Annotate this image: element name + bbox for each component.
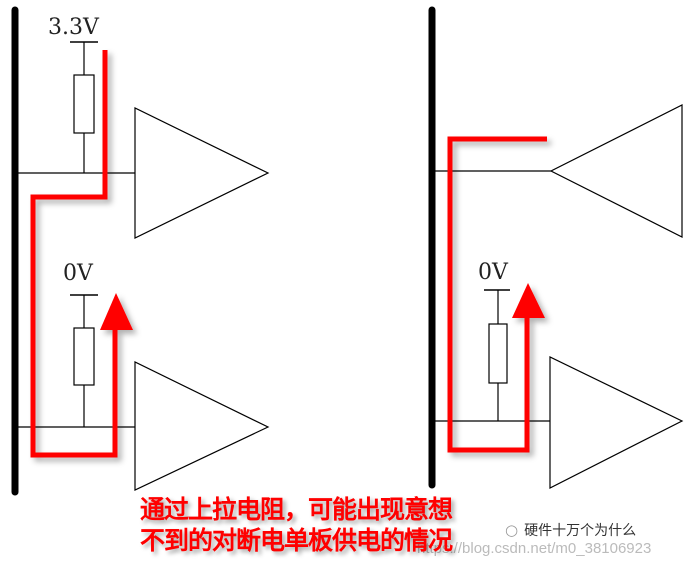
left-board: 3.3V 0V (11, 6, 270, 496)
left-ground-label: 0V (63, 261, 94, 286)
caption: 通过上拉电阻，可能出现意想 不到的对断电单板供电的情况 (140, 494, 453, 556)
left-current-path (30, 50, 133, 458)
pulldown-resistor (73, 327, 95, 386)
right-current-path (447, 136, 547, 453)
right-pulldown-resistor (488, 323, 508, 384)
wechat-icon: ○ (505, 521, 519, 539)
pullup-resistor (73, 74, 95, 134)
right-buffer-top (549, 104, 683, 238)
watermark-account-name: 硬件十万个为什么 (524, 523, 637, 539)
left-buffer-bottom (134, 361, 270, 491)
arrow-up-icon (512, 283, 545, 318)
watermark-account: ○ 硬件十万个为什么 (505, 520, 636, 540)
caption-line-1: 通过上拉电阻，可能出现意想 (140, 495, 453, 524)
right-buffer-bottom (549, 356, 684, 489)
left-buffer-top (134, 107, 270, 239)
right-board: 0V (428, 6, 684, 489)
left-supply-label: 3.3V (48, 15, 100, 40)
caption-line-2: 不到的对断电单板供电的情况 (140, 526, 453, 555)
arrow-up-icon (100, 293, 133, 330)
watermark-url: https://blog.csdn.net/m0_38106923 (417, 540, 652, 557)
right-ground-label: 0V (478, 260, 509, 285)
